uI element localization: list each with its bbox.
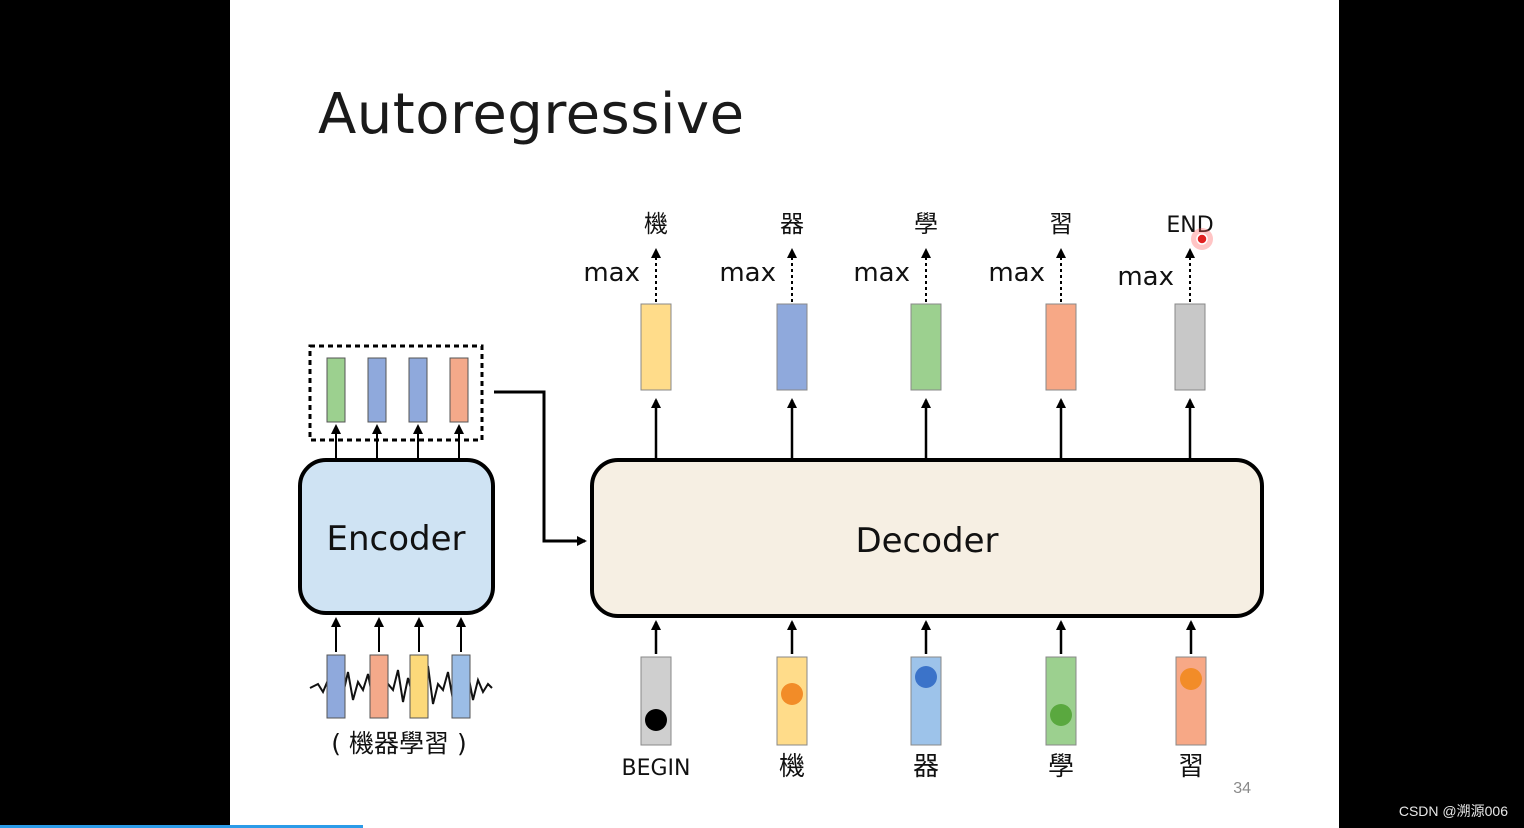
decoder-output-token: 習 [1049,210,1073,238]
max-label: max [719,258,776,288]
decoder-input-dot [1180,668,1202,690]
decoder-input-dot [645,709,667,731]
encoder-box [298,458,495,615]
decoder-input-dot [1050,704,1072,726]
encoder-input-vector [409,654,429,719]
decoder-input-token: 機 [779,752,805,782]
video-progress-bar[interactable] [0,825,1524,828]
video-progress-fill [0,825,363,828]
decoder-input-token: BEGIN [622,756,691,781]
encoder-input-vector [369,654,389,719]
encoder-input-vector [326,654,346,719]
max-label: max [1117,262,1174,292]
decoder-input-vector [1045,656,1077,746]
encoder-output-frame [308,344,484,442]
decoder-input-dot [781,683,803,705]
encoder-output-vector [367,357,387,423]
decoder-output-token: END [1166,213,1213,238]
decoder-output-vector [640,303,672,391]
decoder-input-token: 學 [1048,752,1074,782]
max-label: max [583,258,640,288]
decoder-input-token: 器 [913,752,939,782]
slide-title: Autoregressive [318,82,745,147]
decoder-output-token: 器 [780,210,804,238]
slide: Autoregressive Encoder ( 機器學習 ) [230,0,1339,828]
max-label: max [988,258,1045,288]
page-number: 34 [1233,780,1251,797]
decoder-output-vector [910,303,942,391]
encoder-output-vector [449,357,469,423]
decoder-output-token: 機 [644,210,668,238]
encoder-output-vector [326,357,346,423]
autoregressive-diagram: Encoder ( 機器學習 ) Decoder max機max器max學max… [298,210,1264,782]
decoder-output-token: 學 [914,210,938,238]
decoder-output-vector [776,303,808,391]
encoder-label: Encoder [326,519,465,559]
decoder-label: Decoder [855,521,998,561]
decoder-input-vector [640,656,672,746]
decoder-output-vector [1045,303,1077,391]
decoder-input-dot [915,666,937,688]
decoder-box [590,458,1264,618]
watermark: CSDN @溯源006 [1398,803,1508,819]
laser-pointer [1196,233,1208,245]
encoder: Encoder ( 機器學習 ) [298,344,495,758]
encoder-to-decoder-connector [494,390,587,546]
encoder-output-vector [408,357,428,423]
encoder-input-caption: ( 機器學習 ) [331,729,466,758]
decoder-output-vector [1174,303,1206,391]
encoder-input-vector [451,654,471,719]
decoder-input-token: 習 [1178,752,1204,782]
max-label: max [853,258,910,288]
